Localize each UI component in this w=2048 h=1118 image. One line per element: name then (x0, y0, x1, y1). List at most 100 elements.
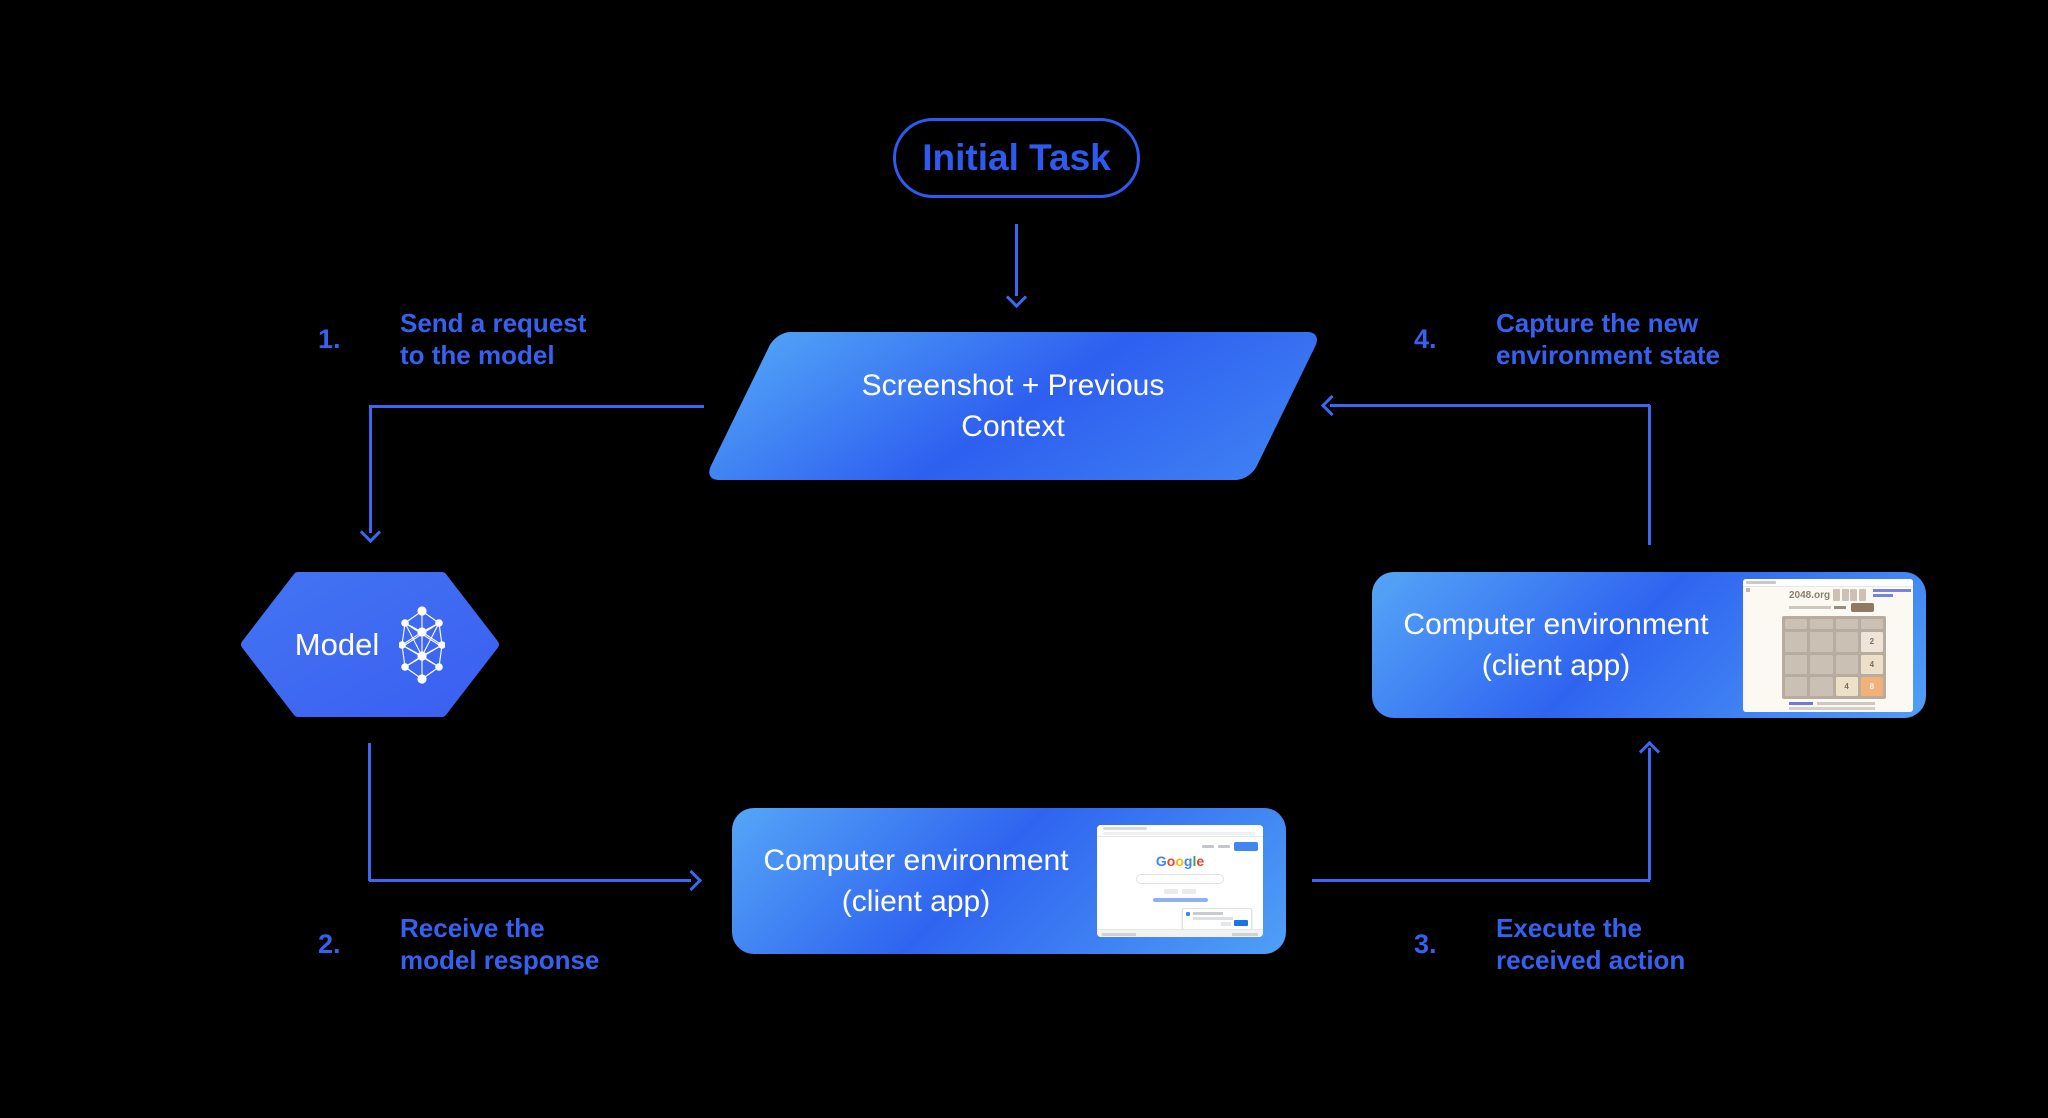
grid-cell (1785, 632, 1808, 652)
arrow-context-to-model-v (369, 405, 372, 533)
score-box (1850, 589, 1857, 601)
logo-letter: l (1192, 853, 1197, 869)
logo-letter: o (1166, 853, 1176, 869)
subtitle-text-bar (1789, 606, 1831, 609)
arrow-env-to-context-h (1330, 404, 1650, 407)
env-bottom-label-line1: Computer environment (763, 844, 1069, 877)
screenshot-context-label-line1: Screenshot + Previous (861, 369, 1165, 402)
bottom-text-bar (1817, 702, 1875, 705)
google-search-button (1164, 889, 1178, 894)
step-4-annotation: 4. Capture the new environment state (1414, 306, 1720, 372)
env-bottom-label-line2: (client app) (841, 885, 991, 918)
arrowhead-down-icon (1005, 286, 1028, 309)
arrow-task-to-context (1015, 224, 1018, 296)
tile-8: 8 (1860, 676, 1883, 696)
dialog-text-bar (1193, 917, 1233, 920)
grid-cell (1785, 654, 1808, 674)
initial-task-node: Initial Task (893, 118, 1140, 198)
step-number: 4. (1414, 323, 1437, 354)
tile-4: 4 (1860, 654, 1883, 674)
footer-links-bar (1102, 933, 1136, 936)
step-1-annotation: 1. Send a request to the model (318, 306, 586, 372)
page-icon (1746, 588, 1750, 592)
screenshot-context-label-line2: Context (961, 410, 1065, 443)
arrow-model-to-env-v (368, 743, 371, 881)
dialog-dismiss-button (1221, 922, 1231, 926)
search-input (1136, 874, 1224, 884)
top-link-bar (1873, 594, 1893, 597)
score-box (1833, 589, 1840, 601)
step-number: 3. (1414, 928, 1437, 959)
arrow-env-to-env-h (1312, 879, 1650, 882)
grid-cell (1860, 619, 1883, 630)
grid-cell (1810, 676, 1833, 696)
step-text-line1: Send a request (400, 308, 587, 338)
browser-chrome (1743, 579, 1913, 587)
env-right-label-line2: (client app) (1481, 649, 1631, 682)
step-text-line2: received action (1496, 945, 1686, 975)
logo-letter: o (1175, 853, 1184, 869)
step-number: 2. (318, 928, 341, 959)
bottom-link-bar (1789, 702, 1813, 705)
dialog-text-bar (1193, 912, 1223, 915)
model-label: Model (294, 626, 380, 662)
step-text-line1: Receive the (400, 913, 545, 943)
step-text-line2: model response (400, 945, 600, 975)
grid-cell (1810, 654, 1833, 674)
google-chip-icon (1186, 912, 1190, 916)
browser-chrome (1097, 825, 1263, 837)
arrowhead-up-icon (1638, 740, 1661, 763)
grid-cell (1835, 632, 1858, 652)
dialog-sign-in-button (1234, 920, 1248, 926)
computer-environment-right-node: Computer environment (client app) 2048.o… (1372, 572, 1926, 718)
logo-letter: g (1183, 853, 1193, 869)
env-right-label-line1: Computer environment (1403, 608, 1709, 641)
arrowhead-right-icon (680, 869, 703, 892)
sign-in-button (1234, 842, 1258, 851)
browser-address-bar (1103, 832, 1255, 835)
google-header-links (1202, 842, 1258, 851)
browser-tab-bar (1103, 827, 1147, 830)
language-link-bar (1153, 898, 1208, 902)
grid-cell (1810, 632, 1833, 652)
step-3-annotation: 3. Execute the received action (1414, 912, 1685, 976)
arrow-env-to-context-v (1648, 405, 1651, 545)
grid-cell (1835, 654, 1858, 674)
step-text-line2: environment state (1496, 340, 1720, 370)
grid-cell (1810, 619, 1833, 630)
bottom-text-bar (1789, 707, 1875, 710)
tile-4: 4 (1835, 676, 1858, 696)
logo-letter: G (1155, 853, 1167, 869)
arrow-context-to-model-h (370, 405, 704, 408)
score-box (1858, 589, 1866, 601)
step-text-line2: to the model (400, 340, 555, 370)
images-link-bar (1218, 845, 1230, 848)
tile-2: 2 (1860, 632, 1883, 652)
game-grid: 2 4 4 8 (1782, 616, 1886, 699)
footer-links-bar (1232, 933, 1258, 936)
game-2048-screenshot: 2048.org 2 (1743, 579, 1913, 712)
initial-task-label: Initial Task (922, 137, 1111, 178)
google-logo: Google (1097, 853, 1263, 869)
computer-environment-bottom-node: Computer environment (client app) Google (732, 808, 1286, 954)
sign-in-dialog (1182, 908, 1252, 930)
logo-letter: e (1196, 853, 1205, 869)
feeling-lucky-button (1182, 889, 1196, 894)
top-link-bar (1873, 589, 1911, 592)
arrowhead-left-icon (1320, 394, 1343, 417)
arrow-env-to-env-v (1648, 748, 1651, 880)
step-text-line1: Capture the new (1496, 308, 1699, 338)
gmail-link-bar (1202, 845, 1214, 848)
grid-cell (1835, 619, 1858, 630)
score-box (1841, 589, 1849, 601)
step-number: 1. (318, 323, 341, 354)
screenshot-context-node: Screenshot + Previous Context (704, 332, 1323, 480)
score-boxes (1833, 589, 1866, 601)
step-text-line1: Execute the (1496, 913, 1642, 943)
step-2-annotation: 2. Receive the model response (318, 912, 599, 976)
grid-cell (1785, 676, 1808, 696)
arrow-model-to-env-h (369, 879, 691, 882)
model-node: Model (240, 571, 500, 718)
hexagon-shape (241, 572, 499, 717)
